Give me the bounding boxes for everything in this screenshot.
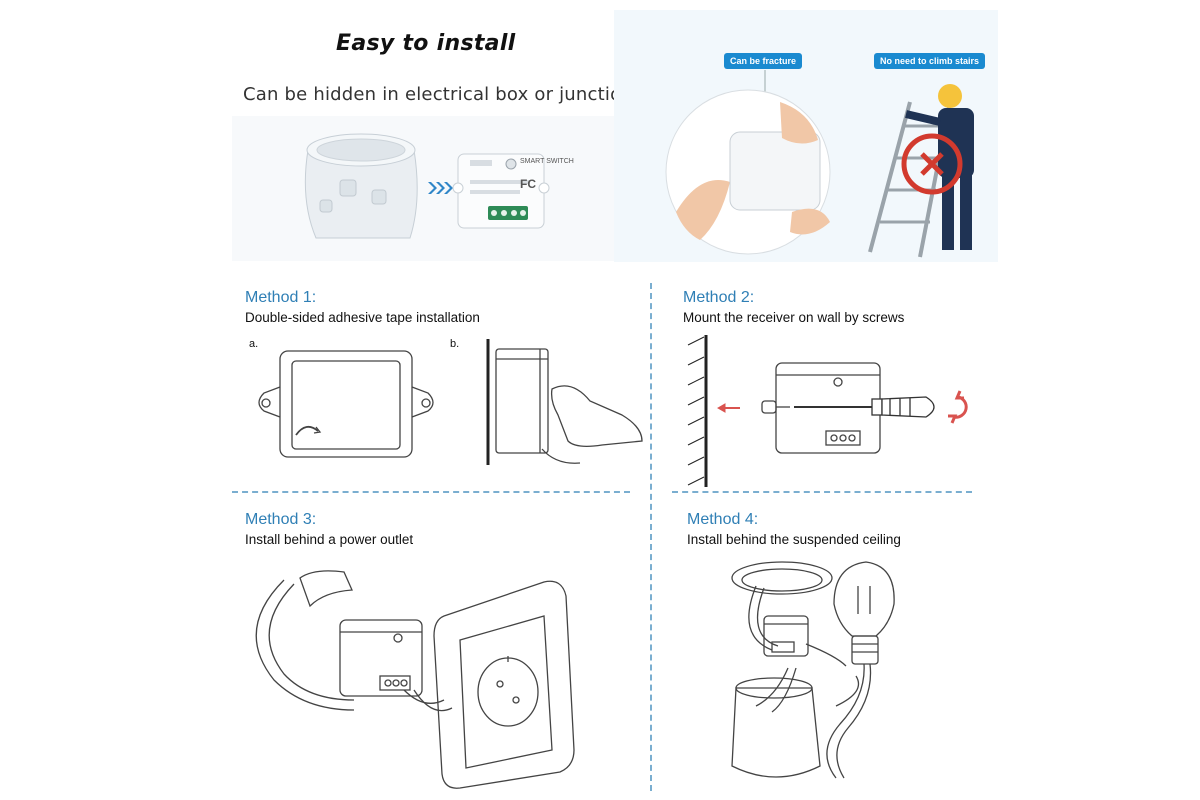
screwdriver-icon <box>794 396 935 418</box>
red-x-icon <box>901 133 963 195</box>
wiring-icon <box>255 570 453 712</box>
adhesive-module-icon <box>258 350 434 458</box>
horizontal-divider-right <box>672 491 972 493</box>
ceiling-hole-icon <box>731 561 833 595</box>
chevrons-right-icon <box>428 182 453 194</box>
page-subtitle: Can be hidden in electrical box or junct… <box>243 84 672 105</box>
method-1-sub-b: b. <box>450 338 460 350</box>
wall-icon <box>687 335 708 487</box>
horizontal-divider-left <box>232 491 630 493</box>
method-2-desc: Mount the receiver on wall by screws <box>683 310 905 325</box>
method-3-title: Method 3: <box>245 511 317 528</box>
power-outlet-icon <box>433 580 575 789</box>
module-behind-outlet-icon <box>339 619 423 697</box>
light-bulb-icon <box>826 561 895 779</box>
fracture-tag: Can be fracture <box>724 53 803 69</box>
page-title: Easy to install <box>336 31 516 56</box>
ceiling-module-icon <box>763 615 809 657</box>
no-climb-tag: No need to climb stairs <box>874 53 986 69</box>
wall-press-icon <box>486 339 643 465</box>
method-3-illustration <box>255 570 575 789</box>
device-cert-text: FC <box>520 177 536 191</box>
method-2-illustration <box>687 335 968 487</box>
arrow-left-icon <box>716 403 740 413</box>
junction-box-icon <box>304 133 418 239</box>
ceiling-mount-cup-icon <box>731 677 821 778</box>
ceiling-wires-icon <box>748 585 860 713</box>
install-photo-illustration <box>665 70 974 258</box>
hand-holding-module-icon <box>665 89 831 255</box>
rotate-icon <box>948 390 968 424</box>
vertical-divider <box>650 283 652 791</box>
method-1-illustration <box>258 339 643 465</box>
ladder-worker-icon <box>868 84 974 258</box>
method-1-title: Method 1: <box>245 289 317 306</box>
device-brand-text: SMART SWITCH <box>520 158 574 165</box>
method-2-title: Method 2: <box>683 289 755 306</box>
method-4-title: Method 4: <box>687 511 759 528</box>
smart-switch-module-icon <box>452 153 550 229</box>
junction-box-illustration <box>304 133 550 239</box>
method-1-sub-a: a. <box>249 338 259 350</box>
method-4-desc: Install behind the suspended ceiling <box>687 532 901 547</box>
junction-box-photo-panel <box>232 116 618 261</box>
method-3-desc: Install behind a power outlet <box>245 532 414 547</box>
method-1-desc: Double-sided adhesive tape installation <box>245 310 480 325</box>
method-4-illustration <box>731 561 895 779</box>
